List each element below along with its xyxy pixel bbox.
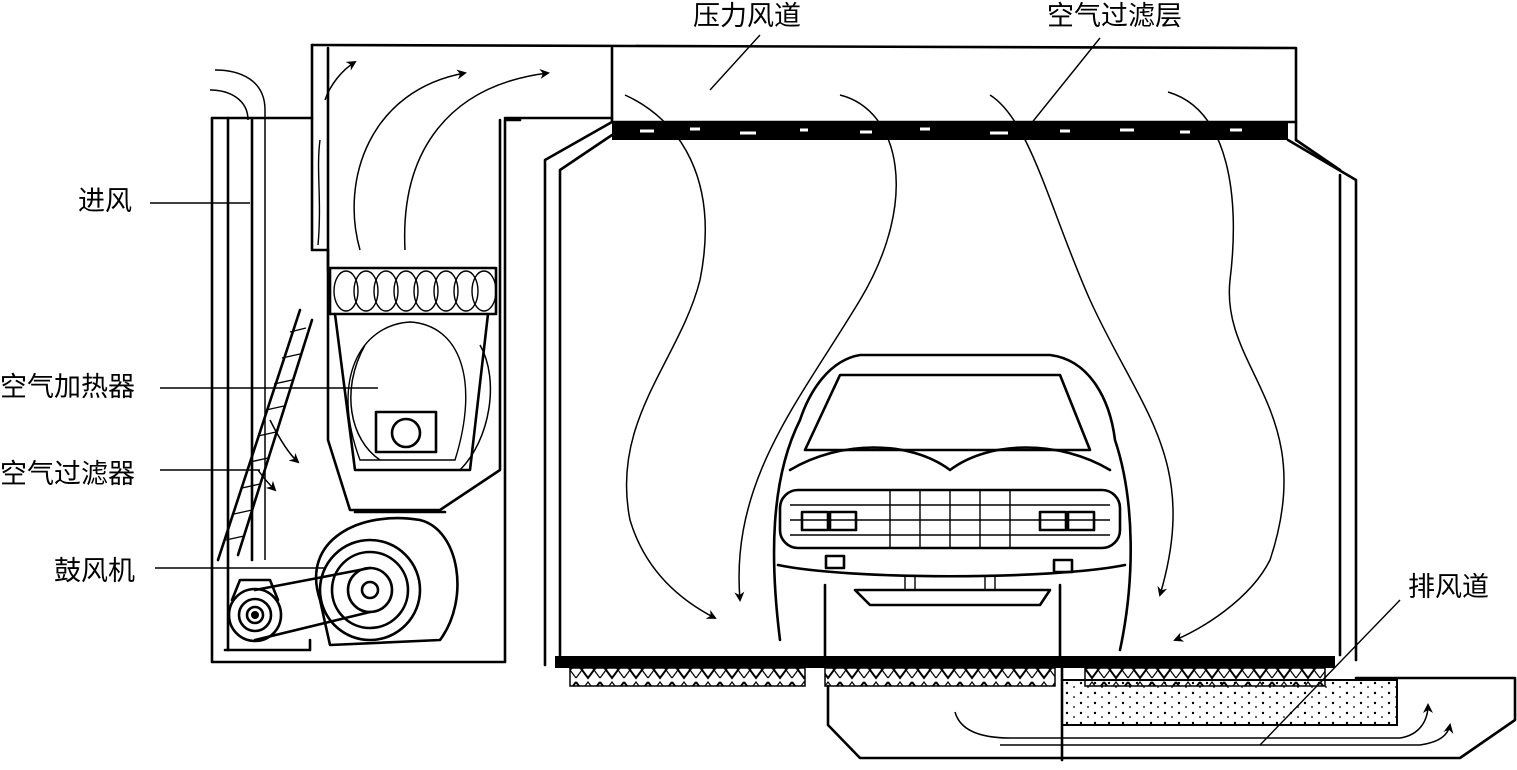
label-air-filter: 空气过滤器: [0, 459, 135, 490]
label-blower: 鼓风机: [54, 556, 135, 587]
air-filter-layer: [612, 122, 1288, 140]
air-filter-slanted: [216, 308, 314, 562]
exhaust-duct: [826, 666, 1517, 762]
air-supply-unit: [210, 43, 1298, 664]
leader-lines: [150, 34, 1401, 746]
car: [772, 353, 1132, 662]
label-air-filter-layer: 空气过滤层: [1047, 1, 1182, 32]
label-exhaust-duct: 排风道: [1408, 572, 1489, 603]
blower: [223, 516, 459, 652]
booth: [543, 46, 1517, 762]
airflow-arrows: [209, 60, 1454, 746]
label-air-heater: 空气加热器: [0, 372, 135, 403]
label-pressure-duct: 压力风道: [693, 1, 801, 32]
label-inlet: 进风: [78, 186, 132, 217]
heater-coil: [328, 266, 498, 316]
